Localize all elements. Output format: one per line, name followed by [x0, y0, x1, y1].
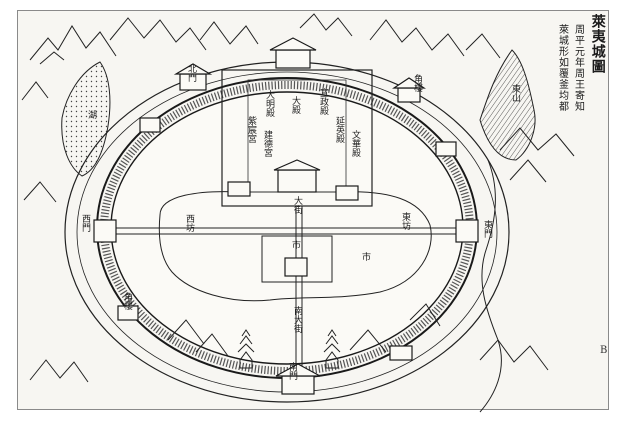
east-tower-label: 角樓 [412, 74, 422, 92]
palace-compound [221, 69, 373, 207]
east-quarter-label: 東坊 [400, 212, 410, 230]
east-gate-label: 東門 [482, 220, 492, 238]
hall-right-label: 宣政殿 [318, 88, 328, 115]
mountain-range [21, 13, 575, 383]
west-tower-label: 角樓 [122, 292, 132, 310]
pavilion-l2-label: 建德宮 [262, 130, 272, 157]
market-right-label: 市 [360, 252, 370, 261]
north-gate-label: 北門 [186, 64, 196, 82]
pavilion-l1-label: 紫宸宮 [246, 116, 256, 143]
map-title: 萊夷城圖 [589, 14, 606, 74]
south-gate-label: 南門 [287, 362, 297, 380]
south-road-label: 南大街 [292, 306, 302, 333]
pagodas [237, 329, 341, 369]
pavilion-r2-label: 文華殿 [350, 130, 360, 157]
east-mountain [479, 49, 536, 161]
map-note-1: 周平元年周王寄知 [572, 24, 584, 112]
west-quarter-label: 西坊 [184, 214, 194, 232]
pavilion-r1-label: 延英殿 [334, 116, 344, 143]
hall-center-label: 大殿 [290, 96, 300, 114]
map-note-2: 萊城形如覆釜均都 [556, 24, 568, 112]
west-lake [61, 61, 111, 177]
gate-towers [93, 37, 479, 395]
street-center-label: 大街 [292, 196, 302, 214]
lake-label: 湖 [86, 110, 96, 119]
east-river [479, 159, 502, 413]
mountain-east-label: 東山 [510, 84, 520, 102]
west-gate-label: 西門 [80, 214, 90, 232]
central-square [261, 235, 333, 283]
south-hills [167, 303, 441, 357]
page-number: B [600, 345, 608, 356]
market-center-label: 市 [290, 240, 300, 249]
hall-left-label: 大明殿 [264, 90, 274, 117]
